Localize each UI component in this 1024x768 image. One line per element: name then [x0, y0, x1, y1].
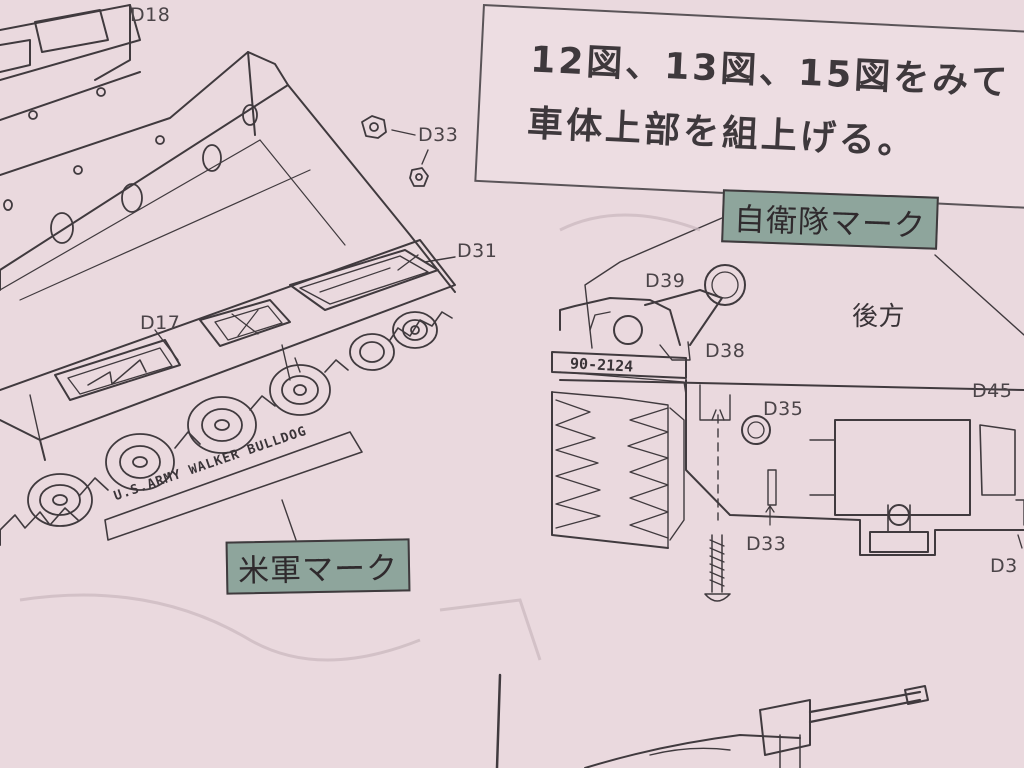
instruction-line-1: 12図、13図、15図をみて [529, 39, 1012, 104]
next-figure-fragment [495, 673, 929, 768]
part-label-d35: D35 [763, 398, 804, 420]
instruction-box: 12図、13図、15図をみて 車体上部を組上げる。 [474, 4, 1024, 210]
us-mark-tag: 米軍マーク [225, 538, 411, 595]
tank-hull-drawing [0, 4, 456, 546]
part-label-d31: D31 [457, 240, 498, 262]
part-label-d3-edge: D3 [990, 555, 1018, 577]
hull-number-text: 90-2124 [569, 354, 634, 376]
jsdf-mark-tag: 自衛隊マーク [721, 189, 939, 250]
part-label-d33-top: D33 [418, 124, 459, 146]
instruction-line-2: 車体上部を組上げる。 [526, 103, 918, 164]
part-label-d38: D38 [705, 340, 746, 362]
rear-label: 後方 [852, 302, 906, 332]
part-label-d45: D45 [972, 380, 1013, 402]
part-label-d33-bottom: D33 [746, 533, 787, 555]
part-d33-pieces [361, 115, 429, 187]
rear-plate-drawing [551, 217, 1024, 602]
part-label-d17: D17 [140, 312, 181, 334]
part-label-d39: D39 [645, 270, 686, 292]
part-label-d18: D18 [130, 4, 171, 26]
